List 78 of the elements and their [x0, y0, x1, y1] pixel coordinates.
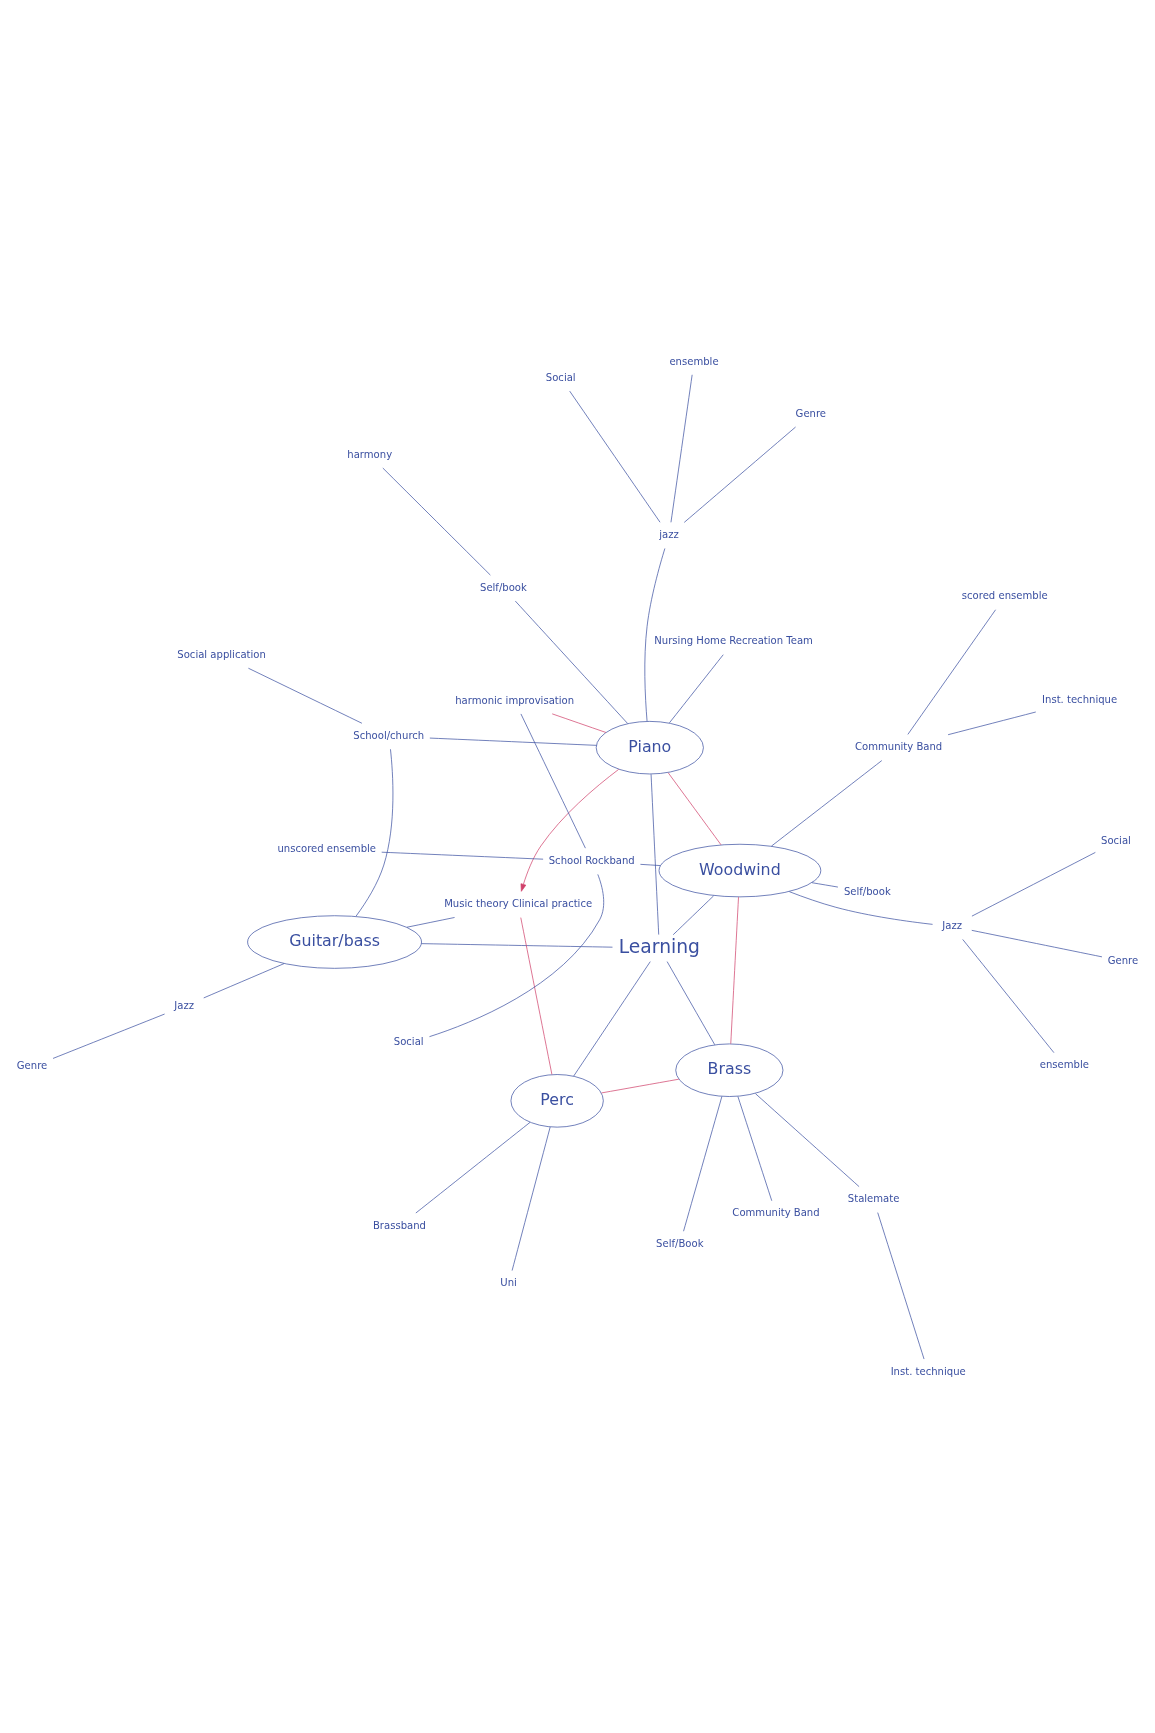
- node-text: Inst. technique: [890, 1365, 966, 1377]
- node-text: Learning: [618, 935, 700, 957]
- node-text: Self/Book: [656, 1237, 704, 1249]
- connector: [811, 881, 839, 887]
- connector: [971, 851, 1096, 916]
- connector: [248, 667, 363, 724]
- node-text: Jazz: [174, 999, 195, 1011]
- connector: [907, 608, 996, 735]
- connector: [877, 1211, 925, 1359]
- connector: [730, 896, 739, 1044]
- connector: [644, 547, 666, 721]
- node-ellipse: Perc: [510, 1073, 604, 1127]
- connector: [421, 942, 613, 948]
- connector: [520, 713, 586, 848]
- node-text: Nursing Home Recreation Team: [654, 634, 813, 646]
- node-text: ensemble: [1039, 1058, 1089, 1070]
- node-text: Social: [393, 1035, 424, 1047]
- node-text: Social application: [177, 648, 266, 660]
- connector: [203, 962, 285, 998]
- connector: [962, 938, 1055, 1053]
- node-text: Social: [1101, 834, 1131, 846]
- node-text: Genre: [1107, 954, 1139, 966]
- connector: [683, 1095, 723, 1232]
- connector: [737, 1095, 773, 1201]
- connector: [670, 373, 693, 523]
- connector: [511, 1126, 551, 1271]
- connector: [755, 1092, 860, 1187]
- node-ellipse: Brass: [675, 1043, 784, 1097]
- connector: [947, 711, 1037, 735]
- node-text: harmonic improvisation: [455, 694, 575, 706]
- connector: [971, 929, 1103, 957]
- connector: [382, 467, 491, 575]
- node-text: Jazz: [942, 919, 963, 931]
- connector: [573, 960, 651, 1076]
- connector: [789, 890, 933, 925]
- node-text: Genre: [16, 1059, 48, 1071]
- connector: [683, 426, 796, 523]
- node-text: Uni: [500, 1276, 517, 1288]
- node-ellipse: Woodwind: [658, 843, 822, 897]
- arrow: [520, 768, 620, 892]
- node-text: Self/book: [480, 581, 527, 593]
- node-text: scored ensemble: [961, 589, 1048, 601]
- node-text: Self/book: [843, 885, 891, 897]
- connector: [355, 748, 394, 916]
- connector: [551, 713, 607, 733]
- node-ellipse: Guitar/bass: [247, 914, 422, 969]
- connector: [415, 1121, 531, 1213]
- node-text: Social: [545, 371, 576, 383]
- node-text: ensemble: [669, 355, 719, 366]
- node-ellipse: Piano: [595, 720, 704, 774]
- node-text: harmony: [347, 448, 393, 460]
- node-text: Genre: [795, 407, 827, 419]
- connector: [666, 960, 716, 1045]
- node-text: Music theory Clinical practice: [444, 897, 593, 909]
- node-text: Stalemate: [847, 1192, 900, 1204]
- connector: [429, 873, 605, 1037]
- node-text: School Rockband: [548, 854, 635, 866]
- connector: [52, 1013, 165, 1059]
- node-text: jazz: [659, 528, 679, 540]
- connector: [569, 390, 661, 523]
- connector: [406, 916, 455, 928]
- node-text: Community Band: [732, 1206, 820, 1218]
- connector: [520, 916, 553, 1075]
- connector: [672, 895, 714, 935]
- connector: [667, 772, 722, 845]
- connector: [515, 600, 628, 724]
- connector: [669, 653, 724, 723]
- connector: [650, 773, 660, 935]
- connector: [601, 1078, 680, 1093]
- node-text: unscored ensemble: [277, 842, 377, 854]
- node-text: School/church: [353, 729, 425, 741]
- connector: [640, 863, 661, 866]
- connector: [429, 737, 597, 746]
- connector: [771, 759, 883, 846]
- connector: [381, 851, 544, 860]
- node-text: Community Band: [854, 740, 943, 752]
- node-text: Inst. technique: [1042, 693, 1118, 705]
- node-text: Brassband: [372, 1219, 426, 1231]
